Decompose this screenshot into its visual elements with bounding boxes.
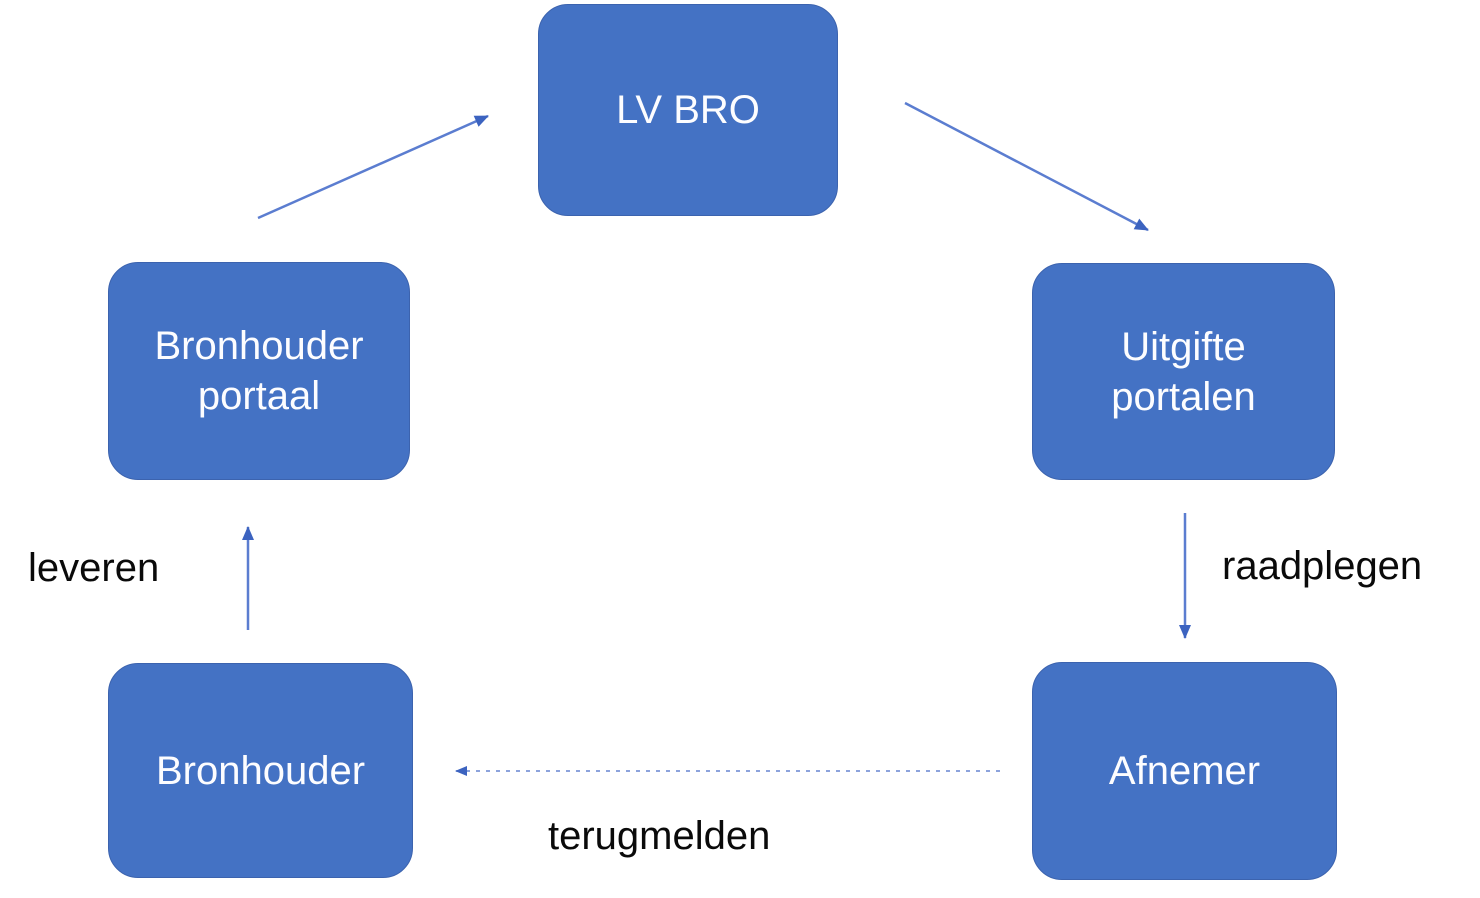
node-uitgifte-portalen-label: Uitgifte portalen (1111, 324, 1256, 419)
node-bronhouder-label: Bronhouder (155, 748, 366, 793)
node-afnemer-label: Afnemer (1108, 749, 1261, 793)
node-bronhouder-portaal: Bronhouder portaal (108, 262, 410, 480)
arrow-lv-bro-to-uitgifte-portalen (904, 101, 1149, 232)
edge-label-terugmelden: terugmelden (548, 814, 771, 858)
node-bronhouder: Bronhouder (108, 663, 413, 878)
edge-label-raadplegen: raadplegen (1222, 544, 1423, 588)
node-lv-bro: LV BRO (538, 4, 838, 216)
node-uitgifte-portalen: Uitgifte portalen (1032, 263, 1335, 480)
node-bronhouder-portaal-label: Bronhouder portaal (154, 324, 364, 418)
arrow-bronhouder-portaal-to-lv-bro (257, 114, 489, 220)
edge-label-leveren: leveren (28, 546, 160, 590)
node-afnemer: Afnemer (1032, 662, 1337, 880)
node-lv-bro-label: LV BRO (616, 88, 760, 132)
